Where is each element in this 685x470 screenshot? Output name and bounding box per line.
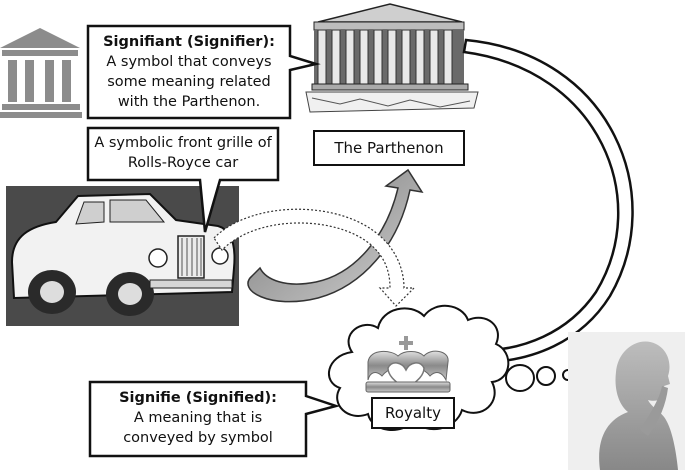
signifier-text: Signifiant (Signifier): A symbol that co…: [90, 32, 288, 112]
signifier-line: some meaning related: [107, 74, 271, 90]
signified-line: conveyed by symbol: [123, 430, 273, 446]
car-to-royalty-dotted-arrow: [213, 208, 416, 307]
signifier-callout: [86, 24, 321, 120]
signifier-line: with the Parthenon.: [117, 94, 261, 110]
rolls-royce-car-image: [6, 186, 239, 326]
thought-bubble-medium: [536, 366, 556, 386]
grille-note-text: A symbolic front grille of Rolls-Royce c…: [90, 133, 276, 173]
grille-note-callout: [86, 126, 280, 233]
thought-bubble-large: [505, 364, 535, 392]
signifier-title: Signifiant (Signifier):: [103, 34, 275, 50]
parthenon-photo: [305, 0, 479, 120]
car-to-parthenon-arrow: [247, 168, 424, 303]
signified-callout: [88, 380, 341, 458]
grille-note-line: Rolls-Royce car: [127, 155, 239, 171]
crown-icon: [365, 336, 451, 393]
signified-title: Signifie (Signified):: [119, 390, 277, 406]
greek-temple-icon: [0, 28, 82, 118]
royalty-label-box: [371, 397, 455, 429]
grille-note-line: A symbolic front grille of: [94, 135, 272, 151]
thinking-person-silhouette: [568, 332, 685, 470]
signified-text: Signifie (Signified): A meaning that is …: [92, 388, 304, 448]
signifier-line: A symbol that conveys: [106, 54, 272, 70]
signified-line: A meaning that is: [133, 410, 263, 426]
parthenon-label-box: [313, 130, 465, 166]
parthenon-label: The Parthenon: [334, 139, 444, 157]
royalty-label: Royalty: [385, 404, 441, 422]
